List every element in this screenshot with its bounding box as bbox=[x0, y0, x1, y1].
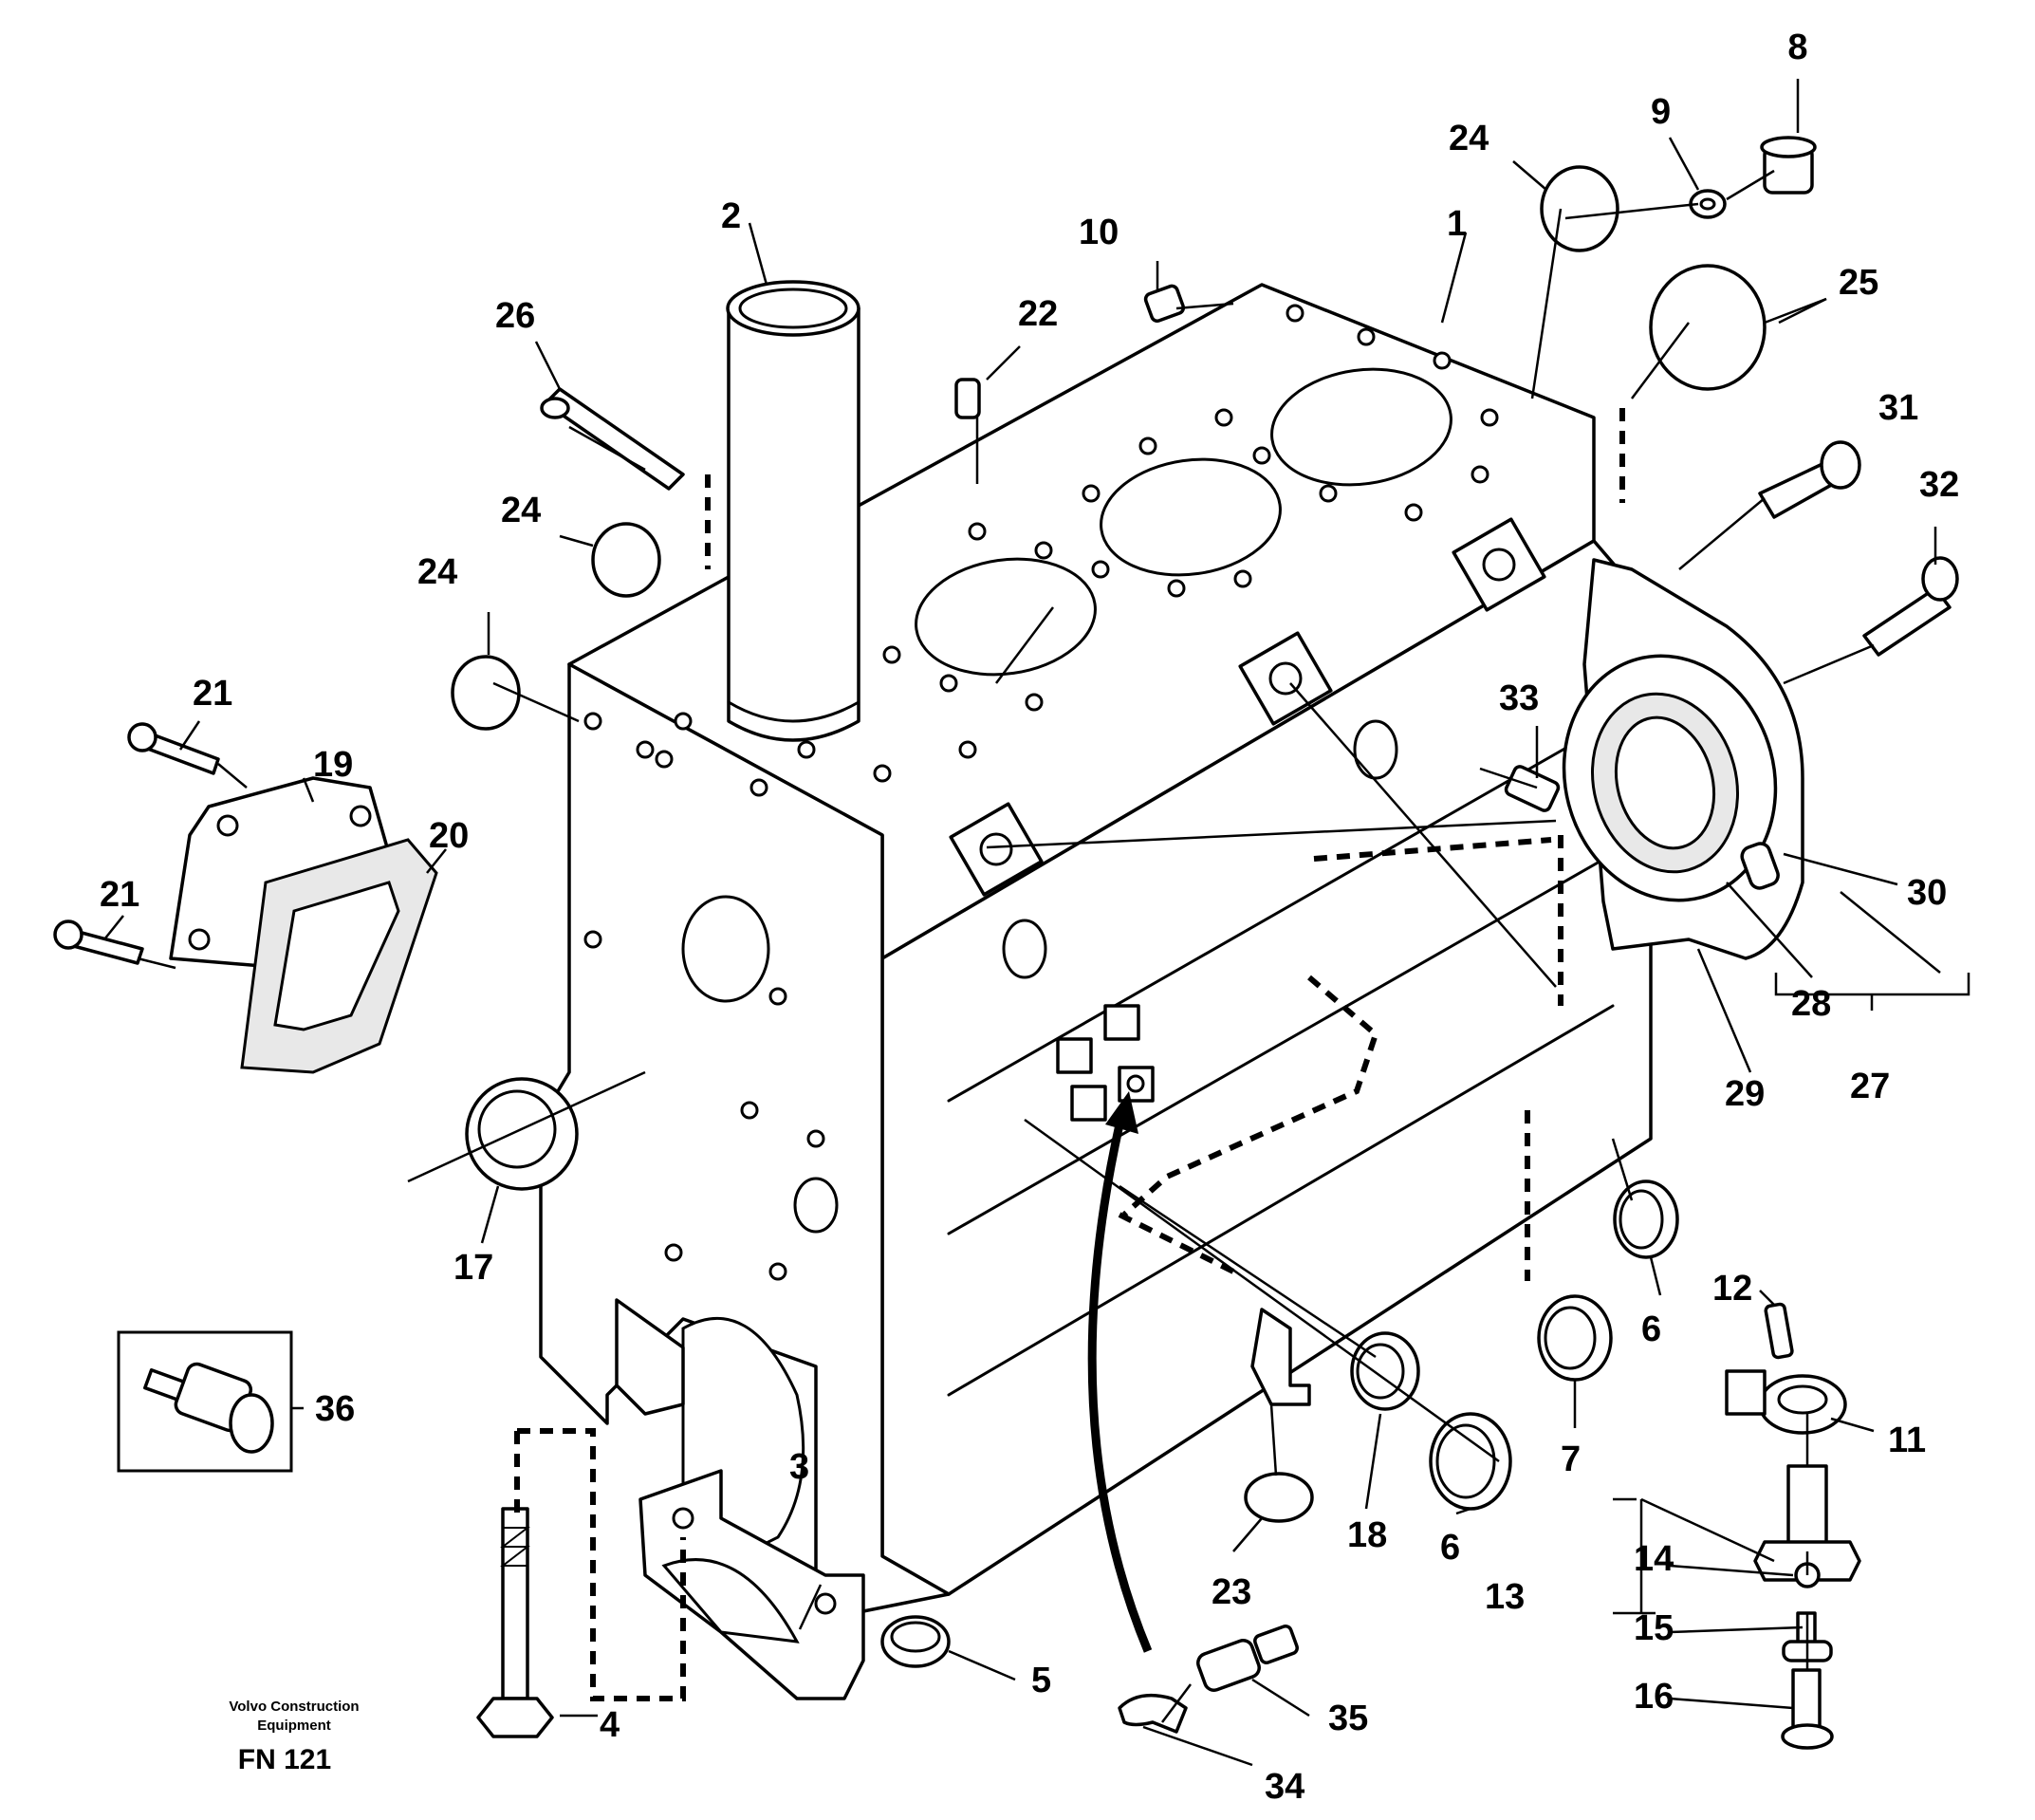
callout-24a: 24 bbox=[1449, 119, 1489, 158]
callout-35: 35 bbox=[1328, 1699, 1368, 1738]
callout-30: 30 bbox=[1907, 873, 1947, 913]
callout-24c: 24 bbox=[417, 552, 457, 592]
callout-4: 4 bbox=[600, 1705, 620, 1745]
assembly-lines bbox=[514, 408, 1625, 1701]
callout-13: 13 bbox=[1485, 1577, 1525, 1617]
callout-27: 27 bbox=[1850, 1067, 1890, 1106]
callout-9: 9 bbox=[1651, 92, 1671, 132]
callout-24b: 24 bbox=[501, 491, 541, 530]
callout-36: 36 bbox=[315, 1389, 355, 1429]
cylinder-block bbox=[539, 283, 1653, 1615]
callout-5: 5 bbox=[1031, 1661, 1051, 1700]
bushing-7 bbox=[1537, 1294, 1613, 1382]
credit-block: Volvo Construction Equipment FN 121 bbox=[229, 1699, 359, 1775]
dowel-pin bbox=[954, 378, 981, 419]
callout-10: 10 bbox=[1079, 213, 1119, 252]
part-lines bbox=[137, 169, 1875, 1723]
bushing-6 bbox=[1429, 1179, 1679, 1511]
callout-labels: 1 2 3 4 5 6 6 7 8 9 10 11 12 13 14 15 16… bbox=[100, 28, 1959, 1807]
callout-23: 23 bbox=[1212, 1572, 1251, 1612]
bolt-32 bbox=[1862, 556, 1959, 657]
callout-leaders bbox=[103, 79, 1970, 1767]
callout-2: 2 bbox=[721, 196, 741, 236]
arrow bbox=[1087, 1091, 1153, 1653]
callout-20: 20 bbox=[429, 816, 469, 856]
callout-17: 17 bbox=[453, 1248, 493, 1288]
plug-8 bbox=[1760, 136, 1817, 195]
elbow-34 bbox=[1118, 1693, 1188, 1734]
callout-32: 32 bbox=[1919, 465, 1959, 505]
callout-33: 33 bbox=[1499, 678, 1539, 718]
callout-6a: 6 bbox=[1641, 1309, 1661, 1349]
bolt-31 bbox=[1758, 440, 1861, 519]
plug-10 bbox=[1143, 284, 1186, 323]
callout-29: 29 bbox=[1725, 1074, 1765, 1114]
callout-15: 15 bbox=[1634, 1608, 1674, 1648]
callout-22: 22 bbox=[1018, 294, 1058, 334]
callout-3: 3 bbox=[789, 1447, 809, 1487]
callout-18: 18 bbox=[1347, 1515, 1387, 1555]
deck-bolt-holes bbox=[655, 304, 1499, 797]
fitting-23 bbox=[1250, 1308, 1311, 1406]
callout-31: 31 bbox=[1878, 388, 1918, 428]
bolt-21 bbox=[53, 722, 220, 965]
seal-18 bbox=[1350, 1331, 1420, 1411]
callout-28: 28 bbox=[1791, 984, 1831, 1024]
main-bearing-bolt bbox=[476, 1507, 554, 1738]
callout-25: 25 bbox=[1839, 263, 1878, 303]
sensor-35 bbox=[1196, 1625, 1299, 1692]
gasket bbox=[240, 838, 438, 1074]
callout-34: 34 bbox=[1265, 1767, 1304, 1807]
callout-7: 7 bbox=[1561, 1439, 1581, 1479]
callout-26: 26 bbox=[495, 296, 535, 336]
callout-11: 11 bbox=[1888, 1421, 1926, 1460]
bushing-5 bbox=[880, 1615, 951, 1668]
stud bbox=[540, 387, 685, 491]
callout-14: 14 bbox=[1634, 1539, 1674, 1579]
callout-21a: 21 bbox=[193, 674, 232, 714]
credit-line-2: Equipment bbox=[257, 1718, 331, 1734]
callout-8: 8 bbox=[1787, 28, 1807, 67]
callout-6b: 6 bbox=[1440, 1528, 1460, 1568]
rear-seal-cover bbox=[1562, 558, 1804, 960]
core-plug bbox=[451, 165, 1767, 1523]
bushing-17 bbox=[465, 1077, 579, 1191]
callout-12: 12 bbox=[1712, 1269, 1752, 1309]
callout-19: 19 bbox=[313, 745, 353, 785]
inset-sensor-box bbox=[117, 1330, 293, 1473]
callout-16: 16 bbox=[1634, 1677, 1674, 1717]
figure-code: FN 121 bbox=[238, 1744, 331, 1775]
credit-line-1: Volvo Construction bbox=[229, 1699, 359, 1715]
callout-1: 1 bbox=[1447, 204, 1467, 244]
oil-valve-group bbox=[1725, 1302, 1861, 1750]
callout-21b: 21 bbox=[100, 875, 139, 915]
cylinder-liner bbox=[726, 280, 860, 742]
